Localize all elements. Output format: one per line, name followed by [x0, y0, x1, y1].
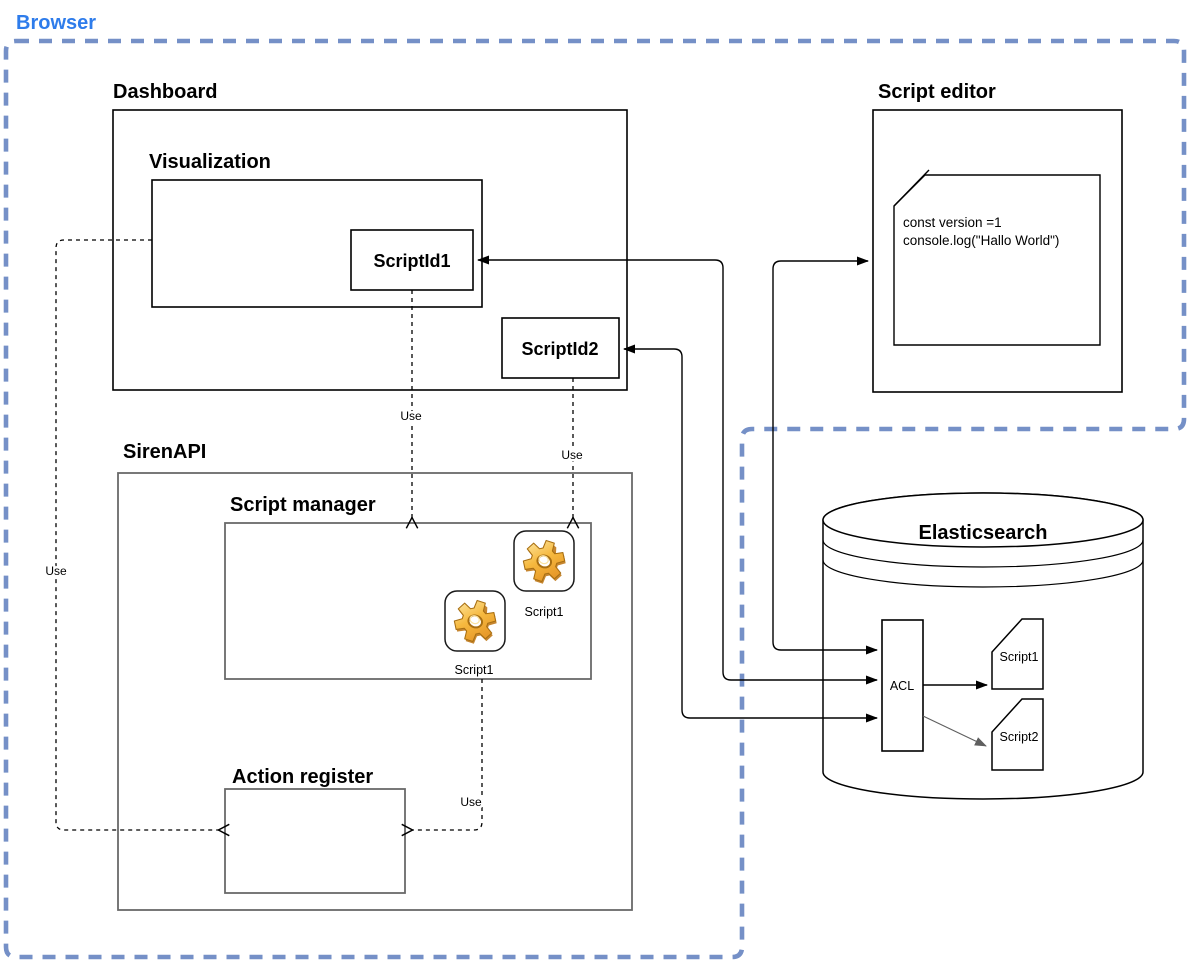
- edge-labels: Use Use Use Use: [43, 407, 586, 812]
- gear2-label: Script1: [455, 663, 494, 677]
- use-label-scriptid2: Use: [561, 448, 583, 462]
- browser-title: Browser: [16, 12, 96, 34]
- script-editor-title: Script editor: [878, 81, 996, 103]
- dashboard-group: Dashboard Visualization ScriptId1 Script…: [112, 81, 628, 391]
- script-note-shape: [893, 174, 1101, 346]
- elasticsearch-title: Elasticsearch: [919, 522, 1048, 544]
- script2-doc-shape: [991, 698, 1044, 771]
- visualization-title: Visualization: [149, 151, 271, 173]
- dashboard-title: Dashboard: [113, 81, 217, 103]
- browser-region: Browser: [3, 12, 1187, 960]
- elasticsearch-group: Elasticsearch ACL Script1 Script2: [822, 492, 1144, 800]
- sirenapi-title: SirenAPI: [123, 441, 206, 463]
- acl-label: ACL: [890, 679, 914, 693]
- code-line-1: const version =1: [903, 215, 1002, 230]
- action-register-title: Action register: [232, 766, 373, 788]
- gear1-label: Script1: [525, 605, 564, 619]
- edges-dashed: [55, 239, 580, 837]
- edge-scriptid2-acl: [623, 344, 878, 723]
- scriptid1-box: [350, 229, 474, 291]
- script-manager-title: Script manager: [230, 494, 376, 516]
- script1-doc-label: Script1: [1000, 650, 1039, 664]
- scriptid2-label: ScriptId2: [521, 339, 598, 359]
- action-register-box: [224, 788, 406, 894]
- use-label-visualization: Use: [45, 564, 67, 578]
- sirenapi-group: SirenAPI Script manager Script1 Script1 …: [117, 441, 633, 911]
- edge-acl-script2: [922, 715, 987, 747]
- scriptid1-label: ScriptId1: [373, 251, 450, 271]
- script-editor-group: Script editor const version =1 console.l…: [872, 81, 1123, 393]
- note-fold-line: [893, 169, 930, 207]
- edge-visualization-actionregister: [55, 239, 230, 837]
- code-line-2: console.log("Hallo World"): [903, 233, 1059, 248]
- script2-doc-label: Script2: [1000, 730, 1039, 744]
- browser-dashed-border: [3, 38, 1187, 960]
- use-label-scriptmanager: Use: [460, 795, 482, 809]
- edges-solid: [477, 255, 988, 747]
- script1-doc-shape: [991, 618, 1044, 690]
- use-label-scriptid1: Use: [400, 409, 422, 423]
- edge-scriptmanager-actionregister: [401, 679, 483, 837]
